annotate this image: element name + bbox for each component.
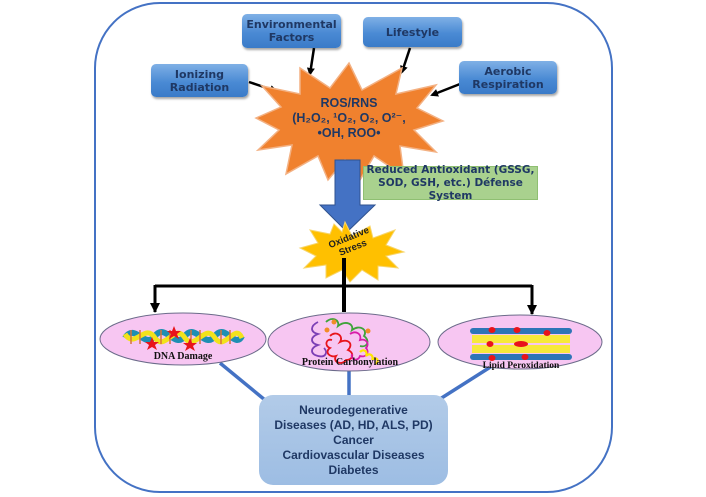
source-label: Radiation: [169, 80, 230, 94]
dna-helix-icon: [122, 326, 245, 351]
outer-frame: [94, 2, 613, 493]
ros-species-line2: •OH, ROO•: [317, 126, 381, 140]
disease-line: Diseases (AD, HD, ALS, PD): [274, 417, 433, 432]
source-label: Factors: [268, 31, 315, 44]
source-lifestyle: Lifestyle: [363, 17, 462, 47]
damage-star-icon: [145, 337, 159, 350]
damage-star-icon: [183, 338, 197, 351]
defense-line1: Reduced Antioxidant (GSSG,: [366, 163, 535, 176]
source-label: Ionizing: [174, 67, 225, 81]
dna-damage-label: DNA Damage: [153, 351, 213, 362]
disease-line: Cancer: [333, 432, 374, 447]
ros-rns-label: ROS/RNS (H₂O₂, ¹O₂, O₂, O²⁻, •OH, ROO•: [283, 96, 415, 141]
defense-line2: SOD, GSH, etc.) Défense System: [378, 176, 523, 202]
oxidative-stress-star-shape: [298, 220, 406, 283]
lipid-bilayer-icon: [470, 327, 572, 361]
arrow-aerobic: [430, 82, 461, 97]
protein-carbonylation-label: Protein Carbonylation: [301, 357, 399, 368]
connector-lipid: [439, 364, 493, 401]
disease-line: Cardiovascular Diseases: [282, 447, 425, 462]
lipid-peroxidation-label: Lipid Peroxidation: [482, 361, 560, 371]
main-down-arrow: [318, 159, 377, 233]
protein-coil-icon: [311, 318, 379, 365]
diseases-box: Neurodegenerative Diseases (AD, HD, ALS,…: [259, 395, 448, 485]
disease-line: Neurodegenerative: [299, 402, 408, 417]
ros-species-line1: (H₂O₂, ¹O₂, O₂, O²⁻,: [292, 111, 406, 125]
source-label: Lifestyle: [385, 25, 440, 39]
arrow-environmental: [306, 47, 316, 76]
damage-star-icon: [167, 326, 181, 339]
source-label: Aerobic: [484, 64, 532, 78]
connector-dna: [218, 361, 267, 402]
arrow-lifestyle: [400, 47, 412, 74]
source-label: Environmental: [246, 18, 337, 31]
ros-title: ROS/RNS: [320, 96, 378, 110]
source-label: Respiration: [472, 77, 544, 91]
antioxidant-defense-box: Reduced Antioxidant (GSSG, SOD, GSH, etc…: [363, 163, 538, 202]
disease-line: Diabetes: [328, 462, 379, 477]
